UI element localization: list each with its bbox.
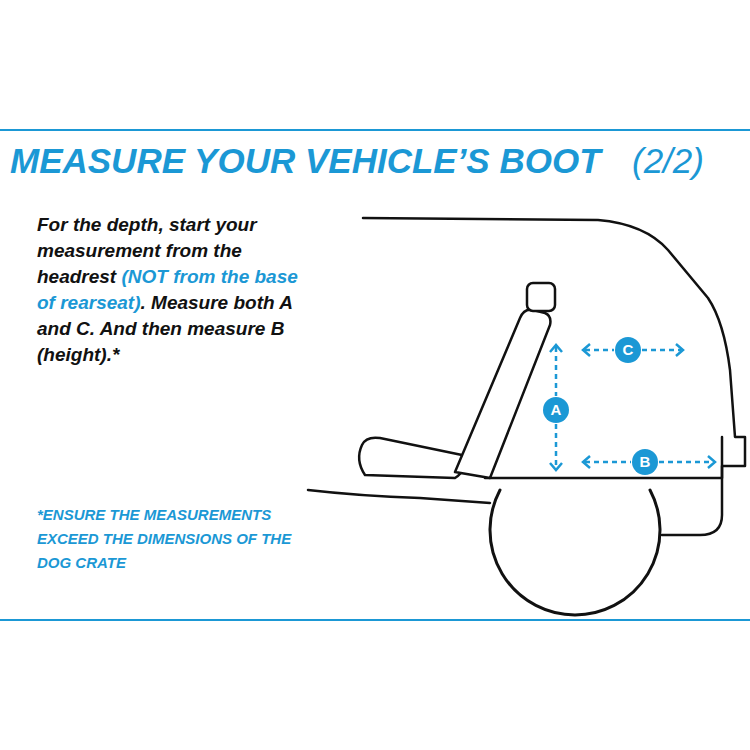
callout-letter: C	[615, 337, 641, 363]
callout-circle: A	[543, 397, 569, 423]
rule-line	[0, 129, 750, 131]
door-sill	[308, 490, 490, 503]
instruction-paragraph: For the depth, start your measurement fr…	[37, 212, 319, 368]
rule-line	[0, 619, 750, 621]
title: MEASURE YOUR VEHICLE’S BOOT	[10, 141, 601, 181]
seat-back	[455, 310, 550, 478]
page-counter: (2/2)	[632, 141, 704, 181]
callout-circle: C	[615, 337, 641, 363]
car-body	[363, 218, 745, 535]
callout-circle: B	[632, 449, 658, 475]
wheel	[490, 490, 660, 615]
boot-floor	[485, 437, 722, 478]
callout-letter: B	[632, 449, 658, 475]
callout-letter: A	[543, 397, 569, 423]
footnote: *ENSURE THE MEASUREMENTS EXCEED THE DIME…	[37, 503, 299, 575]
headrest	[527, 283, 555, 311]
seat-cushion	[359, 438, 464, 478]
